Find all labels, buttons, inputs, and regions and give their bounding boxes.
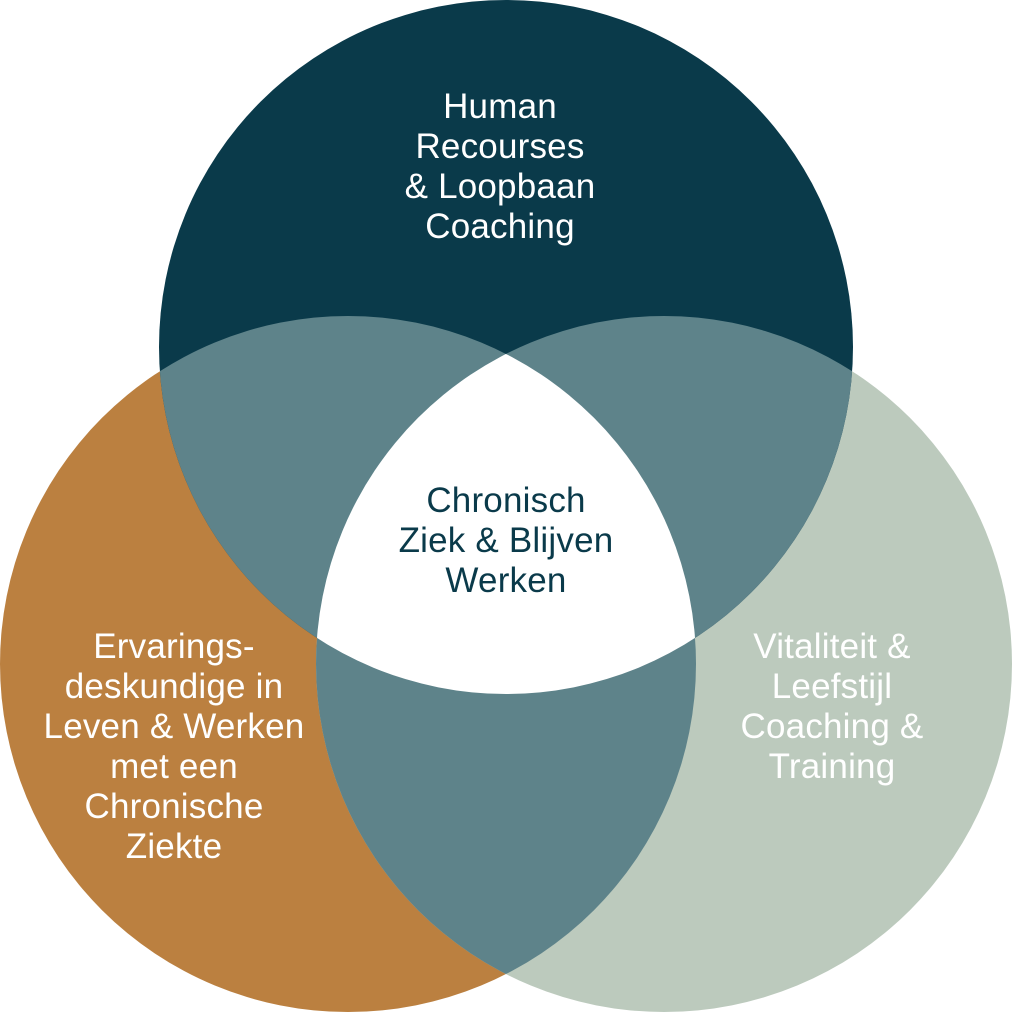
label-ervaringsdeskundige: Ervarings- deskundige in Leven & Werken … (43, 627, 305, 866)
label-center-chronisch-ziek: Chronisch Ziek & Blijven Werken (398, 481, 614, 600)
label-human-resources: Human Recourses & Loopbaan Coaching (404, 87, 596, 246)
label-vitaliteit: Vitaliteit & Leefstijl Coaching & Traini… (740, 627, 924, 786)
